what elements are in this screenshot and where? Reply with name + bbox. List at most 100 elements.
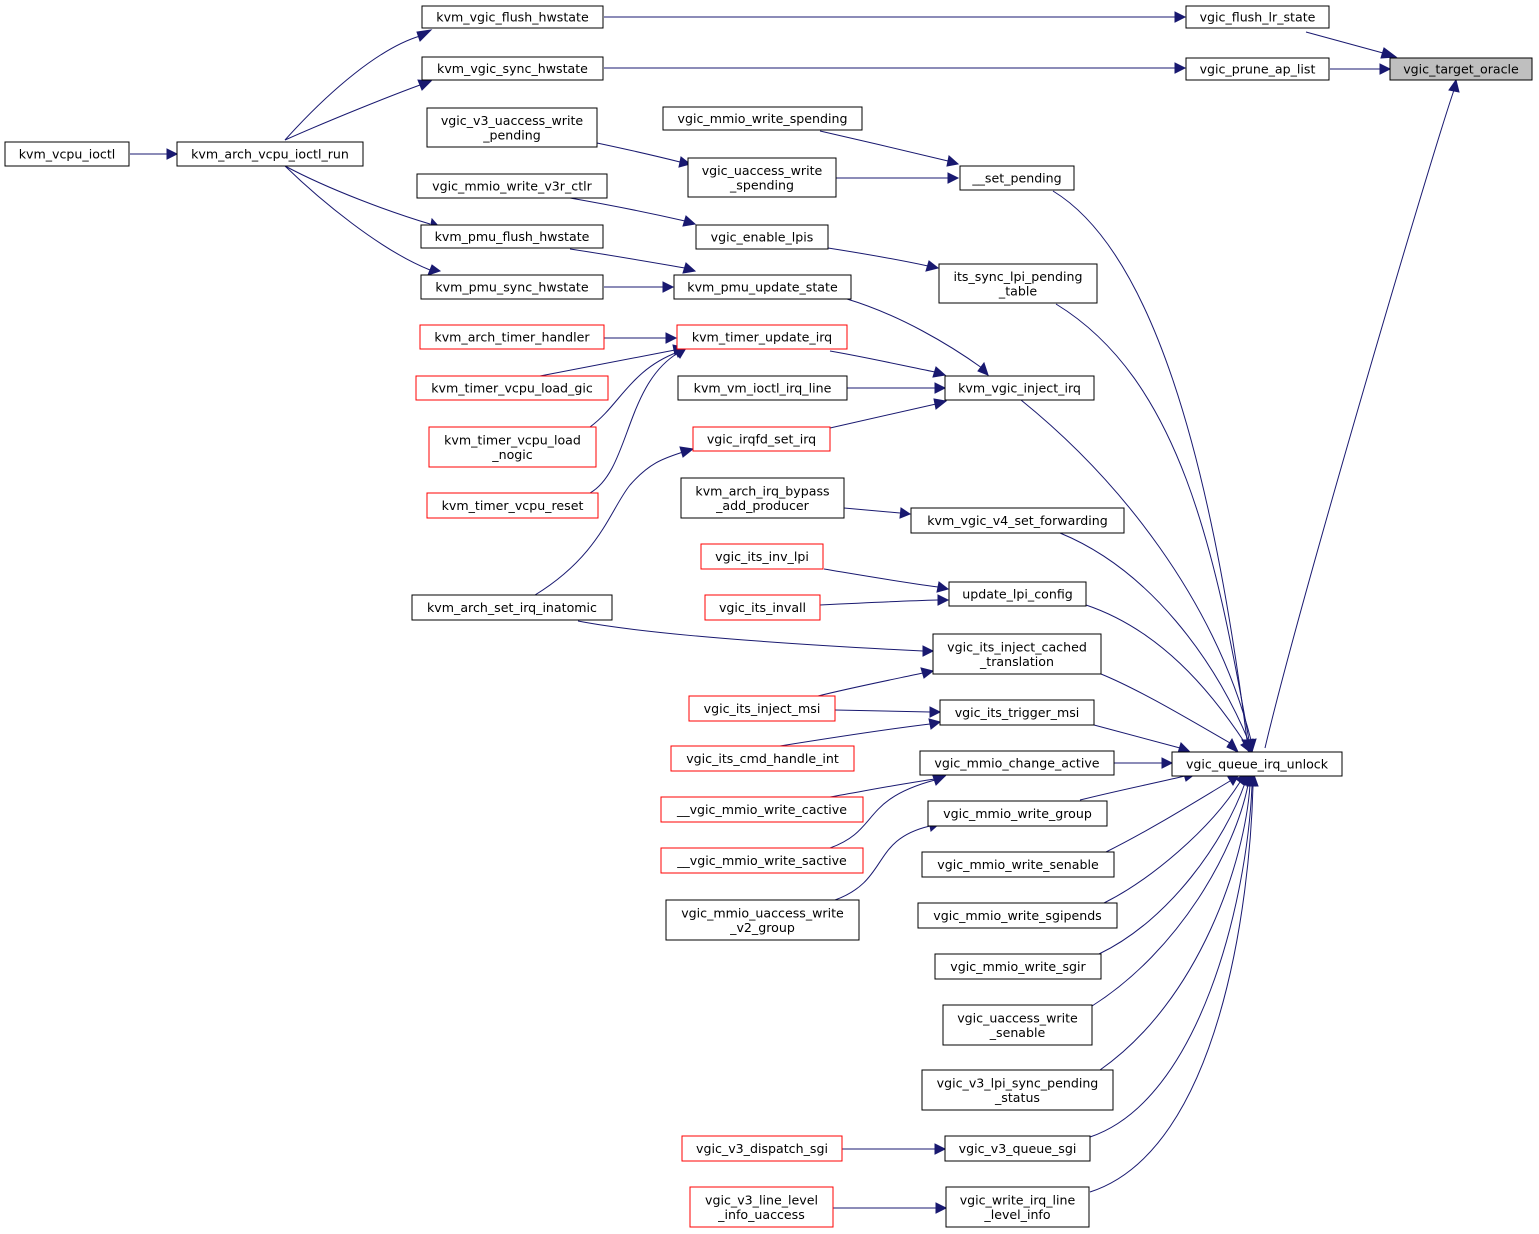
node-label: _v2_group — [729, 920, 795, 935]
node-label: vgic_flush_lr_state — [1200, 10, 1316, 25]
call-edge — [834, 709, 931, 713]
node-kvm-arch-set-irq-inatomic[interactable]: kvm_arch_set_irq_inatomic — [411, 594, 613, 621]
node-its-sync-lpi-pending-table[interactable]: its_sync_lpi_pending_table — [938, 263, 1098, 304]
node-label: _table — [998, 283, 1037, 298]
call-edge — [1103, 781, 1241, 904]
node-kvm-pmu-flush-hwstate[interactable]: kvm_pmu_flush_hwstate — [420, 224, 604, 249]
call-edge — [1091, 784, 1249, 1007]
node-vgic-uaccess-write-spending[interactable]: vgic_uaccess_write_spending — [687, 157, 837, 198]
node-label: kvm_vgic_inject_irq — [958, 381, 1081, 396]
node-label: update_lpi_config — [962, 587, 1073, 602]
node-set-pending[interactable]: __set_pending — [959, 165, 1075, 191]
node-kvm-vgic-sync-hwstate[interactable]: kvm_vgic_sync_hwstate — [421, 56, 604, 81]
node-box — [927, 800, 1108, 827]
arrowhead — [427, 264, 442, 276]
call-edge — [284, 165, 431, 271]
node-box — [1185, 5, 1330, 29]
node-vgic-v3-lpi-sync-pending-status[interactable]: vgic_v3_lpi_sync_pending_status — [921, 1069, 1114, 1111]
node-kvm-pmu-update-state[interactable]: kvm_pmu_update_state — [673, 274, 852, 300]
node-box — [948, 581, 1087, 607]
node-vgic-mmio-write-senable[interactable]: vgic_mmio_write_senable — [921, 851, 1115, 878]
node-vgic-write-irq-line-level-info[interactable]: vgic_write_irq_line_level_info — [945, 1186, 1090, 1228]
arrowhead — [935, 1202, 948, 1214]
call-edge — [834, 825, 931, 901]
arrowhead — [1247, 773, 1259, 787]
node-label: kvm_vcpu_ioctl — [19, 147, 116, 162]
node-box — [426, 107, 598, 148]
node-vgic-v3-dispatch-sgi[interactable]: vgic_v3_dispatch_sgi — [681, 1135, 843, 1162]
node-label: vgic_its_inject_msi — [704, 701, 821, 716]
node-kvm-timer-update-irq[interactable]: kvm_timer_update_irq — [676, 324, 848, 350]
node-vgic-mmio-write-sgir[interactable]: vgic_mmio_write_sgir — [934, 953, 1102, 980]
node-kvm-pmu-sync-hwstate[interactable]: kvm_pmu_sync_hwstate — [420, 274, 604, 300]
node-box — [932, 633, 1102, 675]
node-vgic-uaccess-write-senable[interactable]: vgic_uaccess_write_senable — [942, 1004, 1093, 1046]
node-vgic-its-cmd-handle-int[interactable]: vgic_its_cmd_handle_int — [670, 745, 855, 772]
node-label: _add_producer — [715, 498, 810, 513]
node-vgic-its-inject-cached-translation[interactable]: vgic_its_inject_cached_translation — [932, 633, 1102, 675]
node-vgic-its-inject-msi[interactable]: vgic_its_inject_msi — [688, 695, 836, 722]
node-label: vgic_uaccess_write — [957, 1010, 1078, 1025]
node-box — [921, 1069, 1114, 1111]
node-vgic-v3-uaccess-write-pending[interactable]: vgic_v3_uaccess_write_pending — [426, 107, 598, 148]
arrowhead — [682, 262, 697, 274]
node-vgic-mmio-write-group[interactable]: vgic_mmio_write_group — [927, 800, 1108, 827]
node-box — [944, 375, 1095, 401]
node-kvm-arch-timer-handler[interactable]: kvm_arch_timer_handler — [419, 324, 605, 350]
node-vgic-mmio-uaccess-write-v2-group[interactable]: vgic_mmio_uaccess_write_v2_group — [665, 899, 860, 941]
node-box — [687, 157, 837, 198]
node-vgic-mmio-write-v3r-ctlr[interactable]: vgic_mmio_write_v3r_ctlr — [416, 173, 608, 199]
node-label: __vgic_mmio_write_cactive — [676, 802, 847, 817]
node-box — [959, 165, 1075, 191]
call-edge — [1020, 399, 1252, 741]
node-vgic-mmio-write-sactive[interactable]: __vgic_mmio_write_sactive — [660, 847, 864, 874]
node-kvm-vm-ioctl-irq-line[interactable]: kvm_vm_ioctl_irq_line — [677, 375, 848, 401]
node-kvm-vcpu-ioctl[interactable]: kvm_vcpu_ioctl — [4, 141, 130, 167]
node-vgic-irqfd-set-irq[interactable]: vgic_irqfd_set_irq — [692, 426, 831, 452]
node-vgic-v3-line-level-info-uaccess[interactable]: vgic_v3_line_level_info_uaccess — [689, 1186, 834, 1228]
node-kvm-vgic-flush-hwstate[interactable]: kvm_vgic_flush_hwstate — [421, 5, 604, 29]
node-box — [4, 141, 130, 167]
call-edge — [819, 130, 949, 162]
node-box — [942, 1004, 1093, 1046]
call-edge — [284, 84, 421, 141]
node-kvm-vgic-inject-irq[interactable]: kvm_vgic_inject_irq — [944, 375, 1095, 401]
node-label: vgic_its_invall — [719, 600, 806, 615]
node-label: vgic_write_irq_line — [960, 1192, 1076, 1207]
node-kvm-vgic-v4-set-forwarding[interactable]: kvm_vgic_v4_set_forwarding — [910, 507, 1125, 534]
node-vgic-its-trigger-msi[interactable]: vgic_its_trigger_msi — [939, 699, 1095, 726]
node-kvm-arch-vcpu-ioctl-run[interactable]: kvm_arch_vcpu_ioctl_run — [176, 141, 364, 167]
call-edge — [1099, 784, 1251, 1071]
node-label: vgic_its_trigger_msi — [955, 705, 1080, 720]
call-edge — [817, 672, 924, 697]
arrowhead — [1226, 737, 1240, 754]
node-update-lpi-config[interactable]: update_lpi_config — [948, 581, 1087, 607]
node-vgic-v3-queue-sgi[interactable]: vgic_v3_queue_sgi — [944, 1135, 1091, 1162]
node-vgic-enable-lpis[interactable]: vgic_enable_lpis — [695, 224, 829, 250]
arrowhead — [1174, 11, 1187, 23]
arrowhead — [932, 366, 947, 378]
node-vgic-mmio-write-spending[interactable]: vgic_mmio_write_spending — [662, 106, 863, 131]
node-vgic-target-oracle[interactable]: vgic_target_oracle — [1389, 57, 1533, 81]
call-edge — [846, 298, 983, 369]
node-vgic-its-invall[interactable]: vgic_its_invall — [704, 594, 821, 621]
call-edge — [1055, 303, 1250, 741]
node-vgic-mmio-change-active[interactable]: vgic_mmio_change_active — [919, 750, 1115, 776]
node-label: vgic_mmio_write_spending — [678, 111, 848, 126]
node-vgic-mmio-write-sgipends[interactable]: vgic_mmio_write_sgipends — [917, 902, 1118, 929]
node-label: kvm_vgic_flush_hwstate — [436, 10, 589, 25]
node-kvm-arch-irq-bypass-add-producer[interactable]: kvm_arch_irq_bypass_add_producer — [680, 477, 845, 519]
node-vgic-queue-irq-unlock[interactable]: vgic_queue_irq_unlock — [1171, 751, 1343, 777]
node-vgic-prune-ap-list[interactable]: vgic_prune_ap_list — [1185, 57, 1330, 81]
node-box — [415, 375, 609, 401]
node-kvm-timer-vcpu-load-gic[interactable]: kvm_timer_vcpu_load_gic — [415, 375, 609, 401]
node-vgic-its-inv-lpi[interactable]: vgic_its_inv_lpi — [700, 543, 824, 570]
node-label: vgic_uaccess_write — [702, 163, 823, 178]
call-edge — [1105, 780, 1231, 853]
node-vgic-flush-lr-state[interactable]: vgic_flush_lr_state — [1185, 5, 1330, 29]
node-kvm-timer-vcpu-load-nogic[interactable]: kvm_timer_vcpu_load_nogic — [428, 426, 597, 468]
node-kvm-timer-vcpu-reset[interactable]: kvm_timer_vcpu_reset — [426, 492, 599, 519]
node-box — [938, 263, 1098, 304]
node-box — [420, 274, 604, 300]
node-vgic-mmio-write-cactive[interactable]: __vgic_mmio_write_cactive — [660, 796, 864, 823]
